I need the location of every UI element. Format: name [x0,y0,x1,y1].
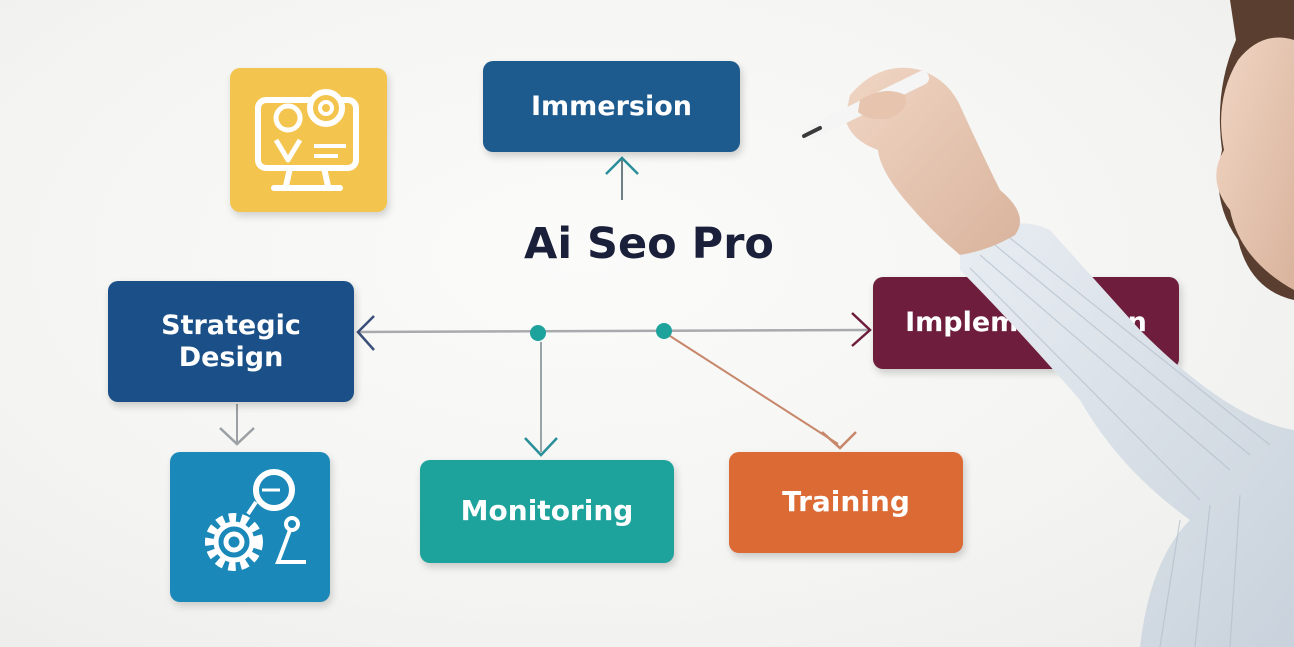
implementation-box: Implementation [873,277,1179,369]
immersion-box: Immersion [483,61,740,152]
arrowhead-immersion [605,156,639,175]
arrowhead-implementation [851,312,872,347]
monitoring-box: Monitoring [420,460,674,563]
diagram-title: Ai Seo Pro [524,219,774,269]
training-box: Training [729,452,963,553]
monitor-location-card [230,68,387,212]
node-dot-right [656,323,672,339]
monitor-location-icon [255,89,359,191]
monitoring-label: Monitoring [460,494,634,528]
implementation-label: Implementation [905,307,1147,339]
arrowhead-monitoring [524,437,558,457]
node-dot-left [530,325,546,341]
strategic-label-line2: Design [178,341,284,373]
arrowhead-gears [219,427,255,446]
arrowhead-strategic [356,315,375,351]
gears-settings-icon [205,469,306,571]
immersion-label: Immersion [530,90,693,122]
main-connector-line [357,328,869,334]
strategic-design-box: Strategic Design [108,281,354,402]
arrowhead-training [821,431,857,450]
gears-settings-card [170,452,330,602]
arrow-to-training [669,335,839,445]
strategic-label-line1: Strategic [161,310,301,342]
training-label: Training [782,485,910,519]
